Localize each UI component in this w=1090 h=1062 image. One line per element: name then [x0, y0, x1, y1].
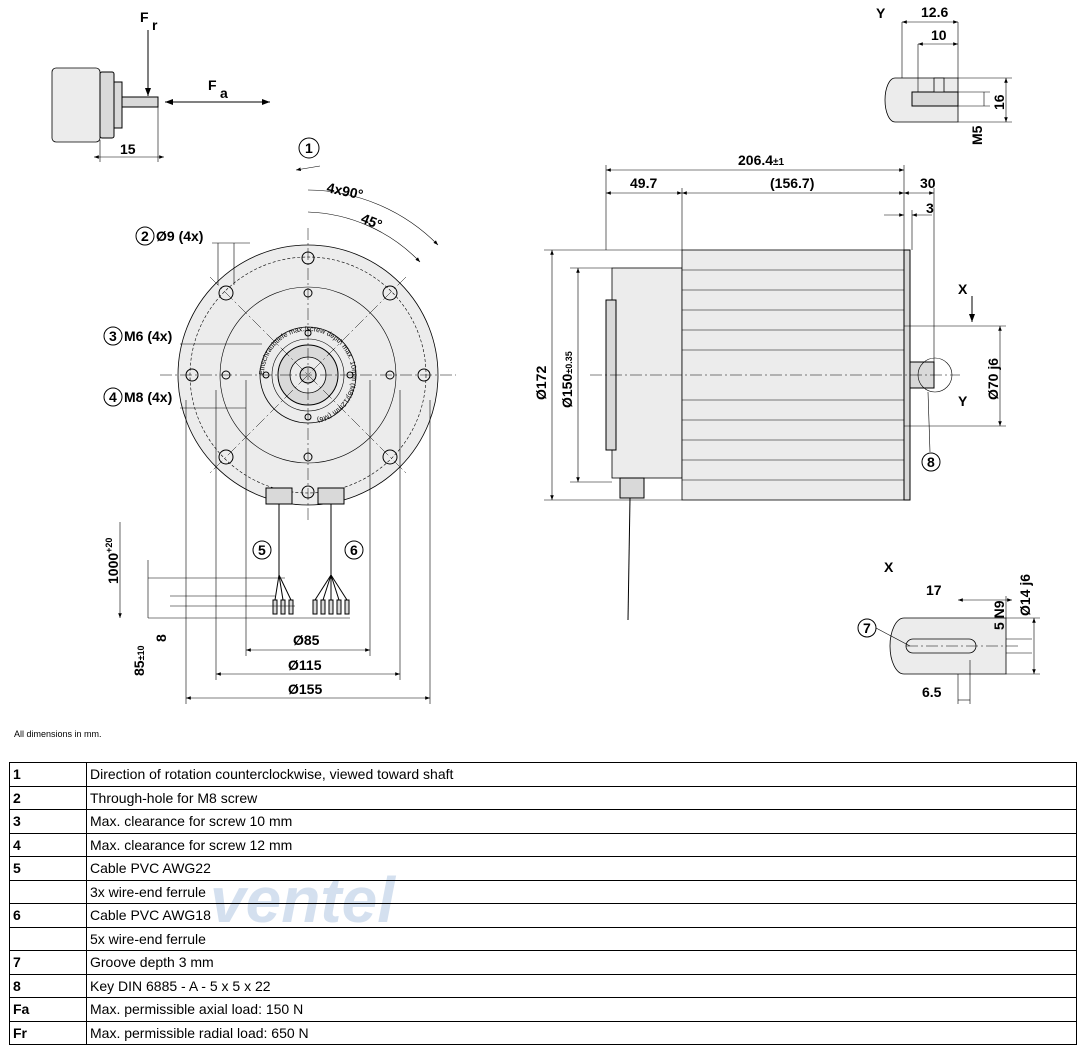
- detail-y-label: Y: [876, 5, 886, 21]
- dim-d155: Ø155: [288, 681, 322, 697]
- detail-x-label: X: [884, 559, 894, 575]
- side-view: 206.4±1 49.7 (156.7) 30 3 Ø172 Ø150±0.35…: [533, 152, 1006, 621]
- callout-1: 1: [305, 140, 313, 156]
- dim-d70: Ø70 j6: [985, 358, 1001, 400]
- dim-d172: Ø172: [533, 366, 549, 400]
- load-diagram: F r F a 15: [51, 9, 270, 162]
- dim-d85: Ø85: [293, 632, 320, 648]
- dim-6-5: 6.5: [922, 684, 942, 700]
- legend-key: Fa: [9, 997, 87, 1022]
- detail-x: X 17 5 N9 Ø14 j6 6.5 7: [857, 559, 1040, 704]
- legend-text: Max. clearance for screw 12 mm: [86, 832, 1077, 857]
- legend-key: 4: [9, 832, 87, 857]
- front-view: Einschraubtiefe max./screw depth max. 10…: [103, 137, 456, 704]
- legend-key: 3: [9, 809, 87, 834]
- fr-label: F: [140, 9, 149, 25]
- dim-10: 10: [931, 27, 947, 43]
- fa-label: F: [208, 77, 217, 93]
- legend-text: Max. permissible radial load: 650 N: [86, 1020, 1077, 1045]
- legend-key: 8: [9, 973, 87, 998]
- legend-text: Max. clearance for screw 10 mm: [86, 809, 1077, 834]
- dim-m5: M5: [969, 125, 985, 145]
- fr-sub: r: [152, 17, 158, 33]
- legend-text: Through-hole for M8 screw: [86, 785, 1077, 810]
- view-x-label: X: [958, 281, 968, 297]
- dim-d9: Ø9 (4x): [156, 228, 203, 244]
- callout-2: 2: [141, 228, 149, 244]
- dim-15: 15: [120, 141, 136, 157]
- legend-text: Max. permissible axial load: 150 N: [86, 997, 1077, 1022]
- legend-key: [9, 879, 87, 904]
- dim-12-6: 12.6: [921, 4, 948, 20]
- fa-sub: a: [220, 85, 228, 101]
- callout-6: 6: [350, 542, 358, 558]
- dim-m6: M6 (4x): [124, 328, 172, 344]
- legend-text: Key DIN 6885 - A - 5 x 5 x 22: [86, 973, 1077, 998]
- legend-key: Fr: [9, 1020, 87, 1045]
- callout-5: 5: [258, 542, 266, 558]
- legend-text: Direction of rotation counterclockwise, …: [86, 762, 1077, 787]
- technical-drawing: F r F a 15 Einschraubtiefe max./screw de…: [51, 4, 1040, 704]
- legend-row: 5x wire-end ferrule: [9, 926, 1077, 951]
- dim-d150: Ø150±0.35: [559, 351, 575, 408]
- callout-4: 4: [109, 389, 117, 405]
- dim-85: 85±10: [131, 645, 147, 676]
- dim-m8: M8 (4x): [124, 389, 172, 405]
- legend-text: Cable PVC AWG22: [86, 856, 1077, 881]
- dim-206: 206.4±1: [738, 152, 785, 168]
- dim-49: 49.7: [630, 175, 657, 191]
- legend-key: 6: [9, 903, 87, 928]
- callout-7: 7: [863, 620, 871, 636]
- legend-key: 1: [9, 762, 87, 787]
- dim-3: 3: [926, 200, 934, 216]
- dim-d14: Ø14 j6: [1017, 574, 1033, 616]
- legend-text: Groove depth 3 mm: [86, 950, 1077, 975]
- dim-cable-len: 1000+20: [104, 538, 121, 584]
- callout-8: 8: [927, 454, 935, 470]
- dim-156: (156.7): [770, 175, 814, 191]
- dim-16: 16: [991, 94, 1007, 110]
- legend-key: 7: [9, 950, 87, 975]
- detail-y: Y 12.6 10 16 M5: [876, 4, 1012, 145]
- legend-text: Cable PVC AWG18: [86, 903, 1077, 928]
- callout-3: 3: [109, 328, 117, 344]
- legend-key: 2: [9, 785, 87, 810]
- dim-d115: Ø115: [288, 657, 322, 673]
- legend-text: 3x wire-end ferrule: [86, 879, 1077, 904]
- units-note: All dimensions in mm.: [14, 729, 102, 739]
- dim-45: 45°: [359, 210, 385, 233]
- dim-17: 17: [926, 582, 942, 598]
- legend-row: 3x wire-end ferrule: [9, 879, 1077, 904]
- dim-8: 8: [153, 634, 169, 642]
- legend-key: 5: [9, 856, 87, 881]
- dim-30: 30: [920, 175, 936, 191]
- legend-text: 5x wire-end ferrule: [86, 926, 1077, 951]
- legend-key: [9, 926, 87, 951]
- dim-5n9: 5 N9: [991, 600, 1007, 630]
- dim-4x90: 4x90°: [325, 179, 364, 202]
- view-y-label: Y: [958, 393, 968, 409]
